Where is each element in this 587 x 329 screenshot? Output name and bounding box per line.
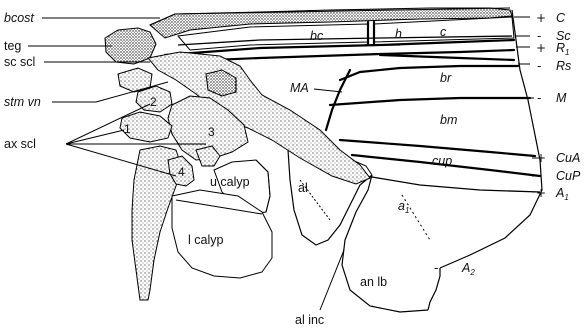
vein-name-3: Rs	[556, 59, 571, 73]
vein-sign-2: +	[536, 41, 546, 55]
vein-sign-4: -	[537, 91, 541, 105]
vein-a2-sign: -	[434, 261, 438, 275]
vein-sign-6: -	[537, 169, 541, 183]
label-l-calyp: l calyp	[188, 233, 223, 247]
wing-folds	[300, 180, 430, 240]
label-a1-sub: 1	[405, 206, 409, 215]
vein-sign-3: -	[537, 59, 541, 73]
label-a1: a1	[398, 199, 409, 215]
label-al-inc: al inc	[295, 313, 324, 327]
label-a1-main: a	[398, 199, 405, 213]
label-bcost: bcost	[4, 11, 34, 25]
label-cup: cup	[432, 154, 452, 168]
vein-name-7: A1	[555, 186, 569, 202]
vein-sub-7: 1	[564, 193, 568, 202]
sclerite-1-number: 1	[124, 122, 131, 136]
leader-al-inc	[320, 250, 344, 310]
label-teg: teg	[4, 39, 21, 53]
vein-a2-name: A2	[461, 261, 475, 277]
vein-name-2: R1	[556, 41, 569, 57]
vein-sub-2: 1	[565, 48, 569, 57]
sclerite-4-number: 4	[178, 165, 185, 179]
label-h: h	[395, 27, 402, 41]
vein-name-6: CuP	[556, 169, 581, 183]
label-al: al	[298, 181, 308, 195]
vein-sign-0: +	[536, 11, 546, 25]
label-an-lb: an lb	[360, 275, 387, 289]
sclerite-3-number: 3	[208, 125, 215, 139]
label-u-calyp: u calyp	[210, 175, 250, 189]
vein-name-4: M	[556, 91, 567, 105]
leader-ax-scl-1	[66, 130, 124, 144]
leader-MA	[314, 89, 342, 92]
label-sc-scl: sc scl	[4, 55, 35, 69]
label-stm-vn: stm vn	[4, 95, 41, 109]
vein-name-0: C	[556, 11, 566, 25]
label-bm: bm	[440, 113, 457, 127]
label-c: c	[440, 25, 447, 39]
vein-name-5: CuA	[556, 151, 580, 165]
label-ax-scl: ax scl	[4, 137, 36, 151]
vein-a2-sub: 2	[469, 268, 475, 277]
sclerite-2-number: 2	[150, 95, 157, 109]
vein-sign-5: +	[536, 151, 546, 165]
label-MA: MA	[290, 81, 309, 95]
label-br: br	[440, 71, 452, 85]
vein-sign-7: +	[536, 186, 546, 200]
label-bc: bc	[310, 29, 324, 43]
